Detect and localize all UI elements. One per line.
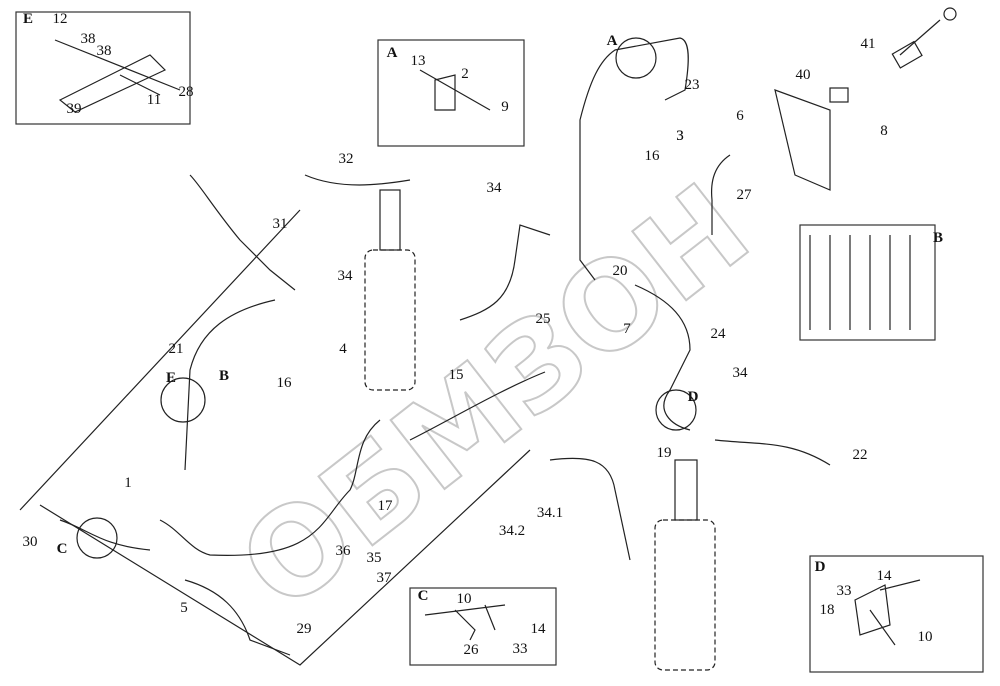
part-number-label: 30	[23, 534, 38, 550]
part-number-label: 25	[536, 311, 551, 327]
part-number-label: 22	[853, 447, 868, 463]
part-number-label: 20	[613, 263, 628, 279]
hose-19	[549, 457, 631, 561]
part-number-label: 31	[273, 216, 288, 232]
balloon-e	[160, 377, 206, 423]
part-number-label: 34.1	[537, 505, 563, 521]
part-number-label: 10	[918, 629, 933, 645]
part-number-label: 10	[457, 591, 472, 607]
cable-41	[899, 19, 941, 56]
part-number-label: 27	[737, 187, 753, 203]
part-number-label: 2	[461, 66, 469, 82]
hose-32	[304, 174, 411, 186]
cylinder-upper	[364, 249, 416, 391]
part-number-label: 34	[487, 180, 503, 196]
part-number-label: 26	[464, 642, 480, 658]
part-number-label: 14	[531, 621, 547, 637]
balloon-c	[76, 517, 118, 559]
hose-21	[184, 299, 276, 471]
part-number-label: 5	[180, 600, 188, 616]
part-number-label: 8	[880, 123, 888, 139]
bracket	[774, 89, 831, 191]
part-number-label: 41	[861, 36, 876, 52]
control-valve-block	[799, 224, 936, 341]
hose-24	[634, 284, 691, 431]
part-number-label: 23	[685, 77, 700, 93]
part-number-label: 7	[623, 321, 631, 337]
view-letter-label: C	[57, 541, 68, 557]
part-number-label: 40	[796, 67, 811, 83]
part-number-label: 35	[367, 550, 382, 566]
part-number-label: 11	[147, 92, 161, 108]
view-letter-label: C	[418, 588, 429, 604]
part-number-label: 19	[657, 445, 672, 461]
hose-23	[579, 37, 689, 140]
view-letter-label: D	[688, 389, 699, 405]
part-number-label: 34.2	[499, 523, 525, 539]
balloon-d	[655, 389, 697, 431]
view-letter-label: E	[166, 370, 176, 386]
part-number-label: 17	[378, 498, 394, 514]
part-number-label: 29	[297, 621, 312, 637]
part-number-label: 24	[711, 326, 727, 342]
part-number-label: 38	[81, 31, 96, 47]
cylinder-lower-rod	[674, 459, 698, 521]
balloon-a	[615, 37, 657, 79]
view-letter-label: B	[933, 230, 943, 246]
part-number-label: 33	[513, 641, 528, 657]
hose-17	[159, 419, 381, 557]
view-letter-label: A	[387, 45, 398, 61]
hose-31	[189, 174, 296, 291]
part-number-label: 16	[645, 148, 661, 164]
part-number-label: 12	[53, 11, 68, 27]
part-number-label: 18	[820, 602, 835, 618]
part-number-label: 9	[501, 99, 509, 115]
part-number-label: 28	[179, 84, 194, 100]
view-letter-label: B	[219, 368, 229, 384]
part-number-label: 38	[97, 43, 112, 59]
part-number-label: 16	[277, 375, 293, 391]
part-number-label: 36	[336, 543, 352, 559]
hose-15	[409, 371, 546, 441]
part-number-label: 14	[877, 568, 893, 584]
part-number-label: 13	[411, 53, 426, 69]
part-number-label: 15	[449, 367, 464, 383]
part-number-label: 1	[124, 475, 132, 491]
pipe-20	[579, 140, 596, 281]
detail-box-c	[409, 587, 557, 666]
part-number-label: 3	[676, 128, 684, 144]
detail-box-d	[809, 555, 984, 673]
hose-25	[459, 224, 551, 321]
part-number-label: 32	[339, 151, 354, 167]
part-number-label: 33	[837, 583, 852, 599]
detail-box-a	[377, 39, 525, 147]
hoses-and-parts	[19, 7, 957, 671]
long-line	[19, 209, 531, 666]
part-number-label: 21	[169, 341, 184, 357]
hose-22	[714, 439, 831, 466]
part-number-label: 3	[676, 128, 684, 144]
hose-29	[184, 579, 291, 656]
part-number-label: 39	[67, 101, 82, 117]
part-number-label: 6	[736, 108, 744, 124]
part-number-label: 34	[338, 268, 354, 284]
hose-27	[710, 154, 731, 235]
view-letter-label: D	[815, 559, 826, 575]
part-number-label: 34	[733, 365, 749, 381]
cylinder-lower	[654, 519, 716, 671]
part-number-label: 4	[339, 341, 347, 357]
view-letter-label: E	[23, 11, 33, 27]
view-letter-label: A	[607, 33, 618, 49]
cylinder-upper-rod	[379, 189, 401, 251]
part-number-label: 37	[377, 570, 393, 586]
detail-box-e	[15, 11, 191, 125]
